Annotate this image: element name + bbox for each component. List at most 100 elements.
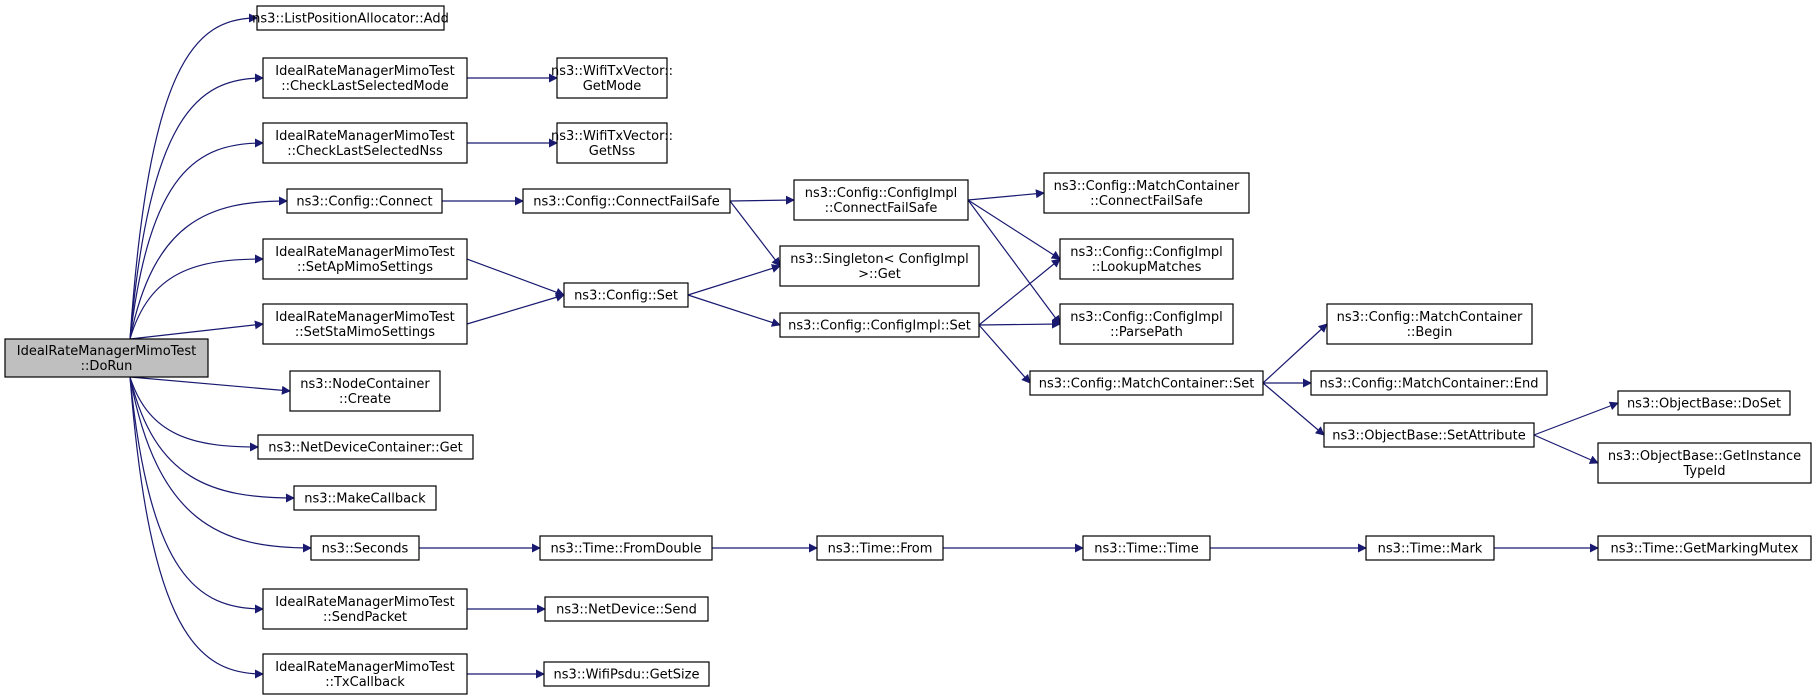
- node-label: ns3::Config::ConnectFailSafe: [533, 195, 720, 210]
- node-label: ns3::Time::FromDouble: [551, 542, 702, 557]
- edge-impl-set-to-lookup: [978, 258, 1061, 326]
- edge-impl-connectfs-to-mc-connectfs: [967, 189, 1045, 201]
- node-label: ns3::WifiPsdu::GetSize: [554, 668, 700, 683]
- node-time-mark[interactable]: ns3::Time::Mark: [1365, 535, 1495, 561]
- edge-mc-set-to-mc-begin: [1262, 323, 1328, 384]
- node-label: ::Create: [339, 392, 391, 407]
- node-lookup[interactable]: ns3::Config::ConfigImpl::LookupMatches: [1059, 238, 1234, 280]
- node-label: IdealRateManagerMimoTest: [17, 344, 197, 359]
- node-seconds[interactable]: ns3::Seconds: [310, 535, 420, 561]
- node-label: ::SendPacket: [323, 610, 407, 625]
- node-label: ns3::Config::MatchContainer: [1337, 310, 1523, 325]
- node-cls-mode[interactable]: IdealRateManagerMimoTest::CheckLastSelec…: [262, 57, 468, 99]
- node-mc-set[interactable]: ns3::Config::MatchContainer::Set: [1029, 370, 1264, 396]
- node-box: [556, 57, 668, 99]
- edge-set-sta-to-config-set: [466, 293, 565, 325]
- node-label: IdealRateManagerMimoTest: [275, 129, 455, 144]
- node-impl-connectfs[interactable]: ns3::Config::ConfigImpl::ConnectFailSafe: [793, 179, 969, 221]
- node-label: GetNss: [589, 144, 636, 159]
- node-time-mutex[interactable]: ns3::Time::GetMarkingMutex: [1597, 535, 1812, 561]
- edges-layer: [129, 13, 1619, 679]
- node-label: IdealRateManagerMimoTest: [275, 64, 455, 79]
- node-add[interactable]: ns3::ListPositionAllocator::Add: [252, 5, 449, 31]
- edge-connectfs-to-singleton: [729, 200, 781, 267]
- node-txcb[interactable]: IdealRateManagerMimoTest::TxCallback: [262, 653, 468, 695]
- node-label: ns3::Time::Mark: [1378, 542, 1483, 557]
- edge-config-set-to-singleton: [687, 264, 781, 296]
- node-ob-setattr[interactable]: ns3::ObjectBase::SetAttribute: [1323, 422, 1535, 448]
- node-cls-nss[interactable]: IdealRateManagerMimoTest::CheckLastSelec…: [262, 122, 468, 164]
- node-label: IdealRateManagerMimoTest: [275, 245, 455, 260]
- edge-ob-setattr-to-ob-doset: [1533, 401, 1619, 436]
- node-time-time[interactable]: ns3::Time::Time: [1082, 535, 1211, 561]
- node-label: ns3::Time::From: [828, 542, 933, 557]
- node-label: ns3::Config::MatchContainer::Set: [1039, 377, 1255, 392]
- node-label: ns3::Time::GetMarkingMutex: [1611, 542, 1799, 557]
- edge-impl-set-to-mc-set: [978, 324, 1031, 384]
- node-label: GetMode: [583, 79, 642, 94]
- node-label: ns3::NodeContainer: [300, 377, 430, 392]
- node-label: ::TxCallback: [325, 675, 405, 690]
- node-label: ::Begin: [1407, 325, 1453, 340]
- node-box: [522, 188, 731, 214]
- node-set-sta[interactable]: IdealRateManagerMimoTest::SetStaMimoSett…: [262, 303, 468, 345]
- node-box: [1310, 370, 1548, 396]
- edge-config-set-to-impl-set: [687, 294, 781, 327]
- node-sendpkt[interactable]: IdealRateManagerMimoTest::SendPacket: [262, 588, 468, 630]
- node-box: [256, 5, 445, 31]
- node-mc-connectfs[interactable]: ns3::Config::MatchContainer::ConnectFail…: [1043, 172, 1250, 214]
- node-mc-end[interactable]: ns3::Config::MatchContainer::End: [1310, 370, 1548, 396]
- node-connectfs[interactable]: ns3::Config::ConnectFailSafe: [522, 188, 731, 214]
- node-label: ns3::Time::Time: [1094, 542, 1198, 557]
- node-singleton[interactable]: ns3::Singleton< ConfigImpl>::Get: [779, 245, 980, 287]
- node-box: [779, 245, 980, 287]
- node-box: [779, 312, 980, 338]
- edge-root-to-txcb: [129, 376, 264, 679]
- node-getmode[interactable]: ns3::WifiTxVector::GetMode: [551, 57, 673, 99]
- node-label: ::SetStaMimoSettings: [295, 325, 435, 340]
- node-label: ns3::Seconds: [322, 542, 409, 557]
- node-label: TypeId: [1683, 464, 1726, 479]
- node-label: ns3::Singleton< ConfigImpl: [790, 252, 968, 267]
- node-ob-doset[interactable]: ns3::ObjectBase::DoSet: [1617, 390, 1791, 416]
- node-set-ap[interactable]: IdealRateManagerMimoTest::SetApMimoSetti…: [262, 238, 468, 280]
- node-label: ns3::Config::MatchContainer::End: [1320, 377, 1539, 392]
- edge-root-to-set-sta: [129, 320, 264, 340]
- edge-root-to-makecb: [129, 376, 295, 503]
- edge-root-to-add: [129, 13, 258, 340]
- node-getnss[interactable]: ns3::WifiTxVector::GetNss: [551, 122, 673, 164]
- node-ndc-get[interactable]: ns3::NetDeviceContainer::Get: [257, 434, 474, 460]
- node-time-from[interactable]: ns3::Time::From: [816, 535, 944, 561]
- edge-mc-set-to-ob-setattr: [1262, 382, 1325, 436]
- node-label: ns3::Config::ConfigImpl: [1070, 245, 1223, 260]
- nodes-layer: IdealRateManagerMimoTest::DoRun ns3::List…: [4, 5, 1812, 695]
- node-label: >::Get: [858, 267, 901, 282]
- node-label: ::ParsePath: [1110, 325, 1183, 340]
- edge-set-ap-to-config-set: [466, 258, 565, 297]
- node-fromdouble[interactable]: ns3::Time::FromDouble: [539, 535, 713, 561]
- node-makecb[interactable]: ns3::MakeCallback: [293, 485, 437, 511]
- node-psdu-size[interactable]: ns3::WifiPsdu::GetSize: [543, 661, 710, 687]
- node-root[interactable]: IdealRateManagerMimoTest::DoRun: [4, 338, 209, 378]
- node-parsepath[interactable]: ns3::Config::ConfigImpl::ParsePath: [1059, 303, 1234, 345]
- edge-impl-connectfs-to-lookup: [967, 199, 1061, 260]
- node-impl-set[interactable]: ns3::Config::ConfigImpl::Set: [779, 312, 980, 338]
- node-nc-create[interactable]: ns3::NodeContainer::Create: [289, 370, 441, 412]
- node-config-set[interactable]: ns3::Config::Set: [563, 282, 689, 308]
- node-box: [1059, 303, 1234, 345]
- node-label: IdealRateManagerMimoTest: [275, 595, 455, 610]
- node-box: [1597, 535, 1812, 561]
- node-box: [4, 338, 209, 378]
- node-label: ns3::WifiTxVector::: [551, 129, 673, 144]
- node-box: [293, 485, 437, 511]
- node-mc-begin[interactable]: ns3::Config::MatchContainer::Begin: [1326, 303, 1533, 345]
- node-box: [1043, 172, 1250, 214]
- node-nd-send[interactable]: ns3::NetDevice::Send: [544, 596, 709, 622]
- node-connect[interactable]: ns3::Config::Connect: [286, 188, 443, 214]
- node-label: ::CheckLastSelectedMode: [281, 79, 449, 94]
- node-label: ns3::NetDeviceContainer::Get: [268, 441, 463, 456]
- node-label: ::ConnectFailSafe: [825, 201, 938, 216]
- edge-root-to-set-ap: [129, 254, 264, 340]
